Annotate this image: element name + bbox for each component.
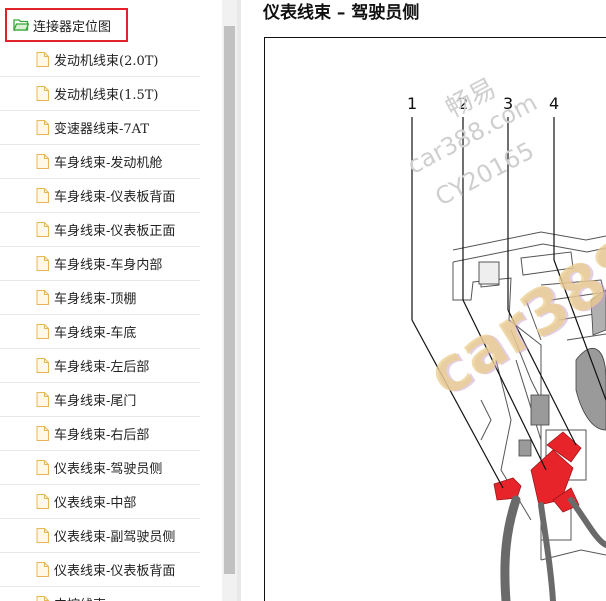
- file-icon: [36, 494, 49, 509]
- tree-item[interactable]: 仪表线束-副驾驶员侧: [0, 519, 200, 553]
- red-connectors: [493, 431, 582, 513]
- file-icon: [36, 290, 49, 305]
- tree-item[interactable]: 仪表线束-驾驶员侧: [0, 451, 200, 485]
- wire-harness: [500, 495, 606, 601]
- harness-diagram: [411, 117, 606, 601]
- callout-1: 1: [407, 94, 418, 113]
- tree-item-label: 仪表线束-仪表板背面: [54, 564, 176, 579]
- diagram-frame: [264, 37, 606, 601]
- file-icon: [36, 120, 49, 135]
- tree-item-label: 车身线束-仪表板背面: [54, 190, 176, 205]
- file-icon: [36, 154, 49, 169]
- file-icon: [36, 324, 49, 339]
- file-icon: [36, 596, 49, 601]
- panel-divider[interactable]: [237, 0, 241, 601]
- tree-item-label: 车身线束-车身内部: [54, 258, 163, 273]
- tree-item-label: 车身线束-车底: [54, 326, 137, 341]
- sidebar-scrollbar[interactable]: [222, 0, 237, 601]
- tree-item-label: 车身线束-左后部: [54, 360, 150, 375]
- file-icon: [36, 52, 49, 67]
- tree-item-label: 变速器线束-7AT: [54, 122, 150, 137]
- tree-item[interactable]: 车身线束-仪表板正面: [0, 213, 200, 247]
- sidebar-tree: 连接器定位图 发动机线束(2.0T) 发动机线束(1.5T) 变速器线束-7AT 车身…: [0, 0, 222, 601]
- tree-item-label: 仪表线束-中部: [54, 496, 137, 511]
- tree-item[interactable]: 车身线束-车身内部: [0, 247, 200, 281]
- tree-item-label: 仪表线束-驾驶员侧: [54, 462, 163, 477]
- content-pane: 仪表线束 – 驾驶员侧: [241, 0, 606, 601]
- file-icon: [36, 460, 49, 475]
- tree-item[interactable]: 变速器线束-7AT: [0, 111, 200, 145]
- tree-item-label: 仪表线束-副驾驶员侧: [54, 530, 176, 545]
- file-icon: [36, 222, 49, 237]
- callout-4: 4: [549, 94, 560, 113]
- tree-item[interactable]: 发动机线束(1.5T): [0, 77, 200, 111]
- tree-item-label: 车身线束-发动机舱: [54, 156, 163, 171]
- file-icon: [36, 528, 49, 543]
- tree-item[interactable]: 发动机线束(2.0T): [0, 43, 200, 77]
- tree-item[interactable]: 仪表线束-仪表板背面: [0, 553, 200, 587]
- tree-item[interactable]: 车身线束-左后部: [0, 349, 200, 383]
- tree-item[interactable]: 车身线束-顶棚: [0, 281, 200, 315]
- tree-item[interactable]: 车身线束-车底: [0, 315, 200, 349]
- callout-3: 3: [503, 94, 514, 113]
- callout-leaders: [411, 117, 606, 489]
- file-icon: [36, 188, 49, 203]
- tree-item-label: 车身线束-仪表板正面: [54, 224, 176, 239]
- tree-item[interactable]: 中控线束: [0, 587, 200, 601]
- callout-2: 2: [458, 94, 469, 113]
- tree-item-label: 车身线束-顶棚: [54, 292, 137, 307]
- tree-item-label: 车身线束-右后部: [54, 428, 150, 443]
- tree-item[interactable]: 仪表线束-中部: [0, 485, 200, 519]
- file-icon: [36, 562, 49, 577]
- dashboard-components: [518, 289, 606, 457]
- tree-item-label: 发动机线束(1.5T): [54, 88, 159, 103]
- file-icon: [36, 426, 49, 441]
- tree-item[interactable]: 车身线束-仪表板背面: [0, 179, 200, 213]
- tree-item-label: 中控线束: [54, 594, 106, 601]
- tree-item-label: 车身线束-尾门: [54, 394, 137, 409]
- page-title: 仪表线束 – 驾驶员侧: [263, 3, 420, 23]
- file-icon: [36, 86, 49, 101]
- tree-root-item[interactable]: 连接器定位图: [5, 8, 128, 42]
- tree-item[interactable]: 车身线束-尾门: [0, 383, 200, 417]
- scrollbar-thumb[interactable]: [224, 26, 235, 574]
- tree-item[interactable]: 车身线束-发动机舱: [0, 145, 200, 179]
- file-icon: [36, 392, 49, 407]
- file-icon: [36, 256, 49, 271]
- tree-item-label: 发动机线束(2.0T): [54, 54, 159, 69]
- tree-item[interactable]: 车身线束-右后部: [0, 417, 200, 451]
- folder-open-icon: [13, 16, 30, 35]
- file-icon: [36, 358, 49, 373]
- tree-root-label: 连接器定位图: [33, 19, 112, 35]
